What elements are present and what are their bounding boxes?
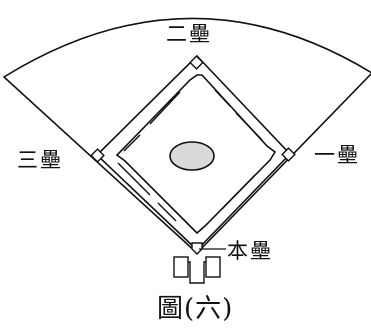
second-base-label: 二壘	[166, 22, 212, 46]
pitchers-mound	[169, 141, 215, 171]
third-base-label: 三壘	[17, 148, 63, 172]
infield-grass-boundary	[115, 74, 277, 235]
first-base-bag	[281, 147, 296, 162]
batters-boxes	[173, 256, 221, 284]
home-plate-bag	[191, 242, 203, 255]
first-base-label: 一壘	[314, 143, 360, 167]
third-base-bag	[90, 148, 105, 163]
figure-caption: 圖(六)	[157, 294, 234, 324]
home-plate-label: 本壘	[227, 239, 273, 263]
second-base-bag	[189, 55, 204, 70]
base-path-markings	[117, 89, 263, 222]
outfield-boundary	[2, 17, 371, 255]
